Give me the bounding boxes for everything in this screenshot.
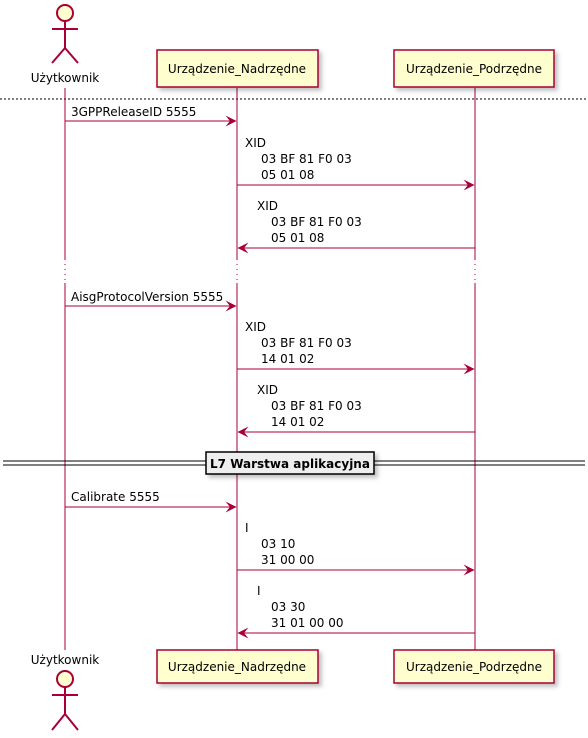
participant-master-label: Urządzenie_Nadrzędne <box>168 660 306 674</box>
message-line: 3GPPReleaseID 5555 <box>71 105 196 119</box>
message-label: Calibrate 5555 <box>71 490 160 504</box>
message-line: 03 BF 81 F0 03 <box>271 215 362 229</box>
actor-user-icon <box>51 4 79 64</box>
message-line: XID <box>257 199 278 213</box>
message: XID 03 BF 81 F0 03 14 01 02 <box>237 383 475 438</box>
message-line: 03 30 <box>271 600 305 614</box>
message-label: XID 03 BF 81 F0 03 05 01 08 <box>245 136 356 182</box>
message-line: 31 00 00 <box>261 553 314 567</box>
actor-user-top: Użytkownik <box>31 4 100 85</box>
message-label: I 03 10 31 00 00 <box>245 521 314 567</box>
message-label: XID 03 BF 81 F0 03 05 01 08 <box>257 199 366 245</box>
divider: L7 Warstwa aplikacyjna <box>3 451 585 475</box>
message-label: XID 03 BF 81 F0 03 14 01 02 <box>245 320 356 366</box>
message-line: Calibrate 5555 <box>71 490 160 504</box>
message: Calibrate 5555 <box>65 490 237 513</box>
participant-slave-top: Urządzenie_Podrzędne <box>393 49 555 88</box>
message-line: XID <box>245 136 266 150</box>
message-line: 14 01 02 <box>261 352 314 366</box>
divider-label: L7 Warstwa aplikacyjna <box>210 457 370 471</box>
message-line: XID <box>257 383 278 397</box>
message-line: 31 01 00 00 <box>271 616 344 630</box>
message: AisgProtocolVersion 5555 <box>65 290 237 312</box>
message-line: AisgProtocolVersion 5555 <box>71 290 223 304</box>
message-line: I <box>245 521 249 535</box>
message-label: I 03 30 31 01 00 00 <box>257 584 344 630</box>
message-label: 3GPPReleaseID 5555 <box>71 105 196 119</box>
message-line: 05 01 08 <box>271 231 324 245</box>
participant-master-label: Urządzenie_Nadrzędne <box>168 62 306 76</box>
message-line: 03 10 <box>261 537 295 551</box>
message-line: 14 01 02 <box>271 415 324 429</box>
participant-master-top: Urządzenie_Nadrzędne <box>156 49 319 88</box>
message-line: 03 BF 81 F0 03 <box>261 336 352 350</box>
actor-user-icon <box>51 670 79 731</box>
actor-user-label: Użytkownik <box>31 71 100 85</box>
participant-slave-label: Urządzenie_Podrzędne <box>406 62 542 76</box>
actor-user-label: Użytkownik <box>31 653 100 667</box>
actor-user-bottom: Użytkownik <box>31 653 100 731</box>
message: I 03 30 31 01 00 00 <box>237 584 475 639</box>
message-line: 03 BF 81 F0 03 <box>271 399 362 413</box>
participant-master-bottom: Urządzenie_Nadrzędne <box>156 649 319 684</box>
message: 3GPPReleaseID 5555 <box>65 105 237 127</box>
message: I 03 10 31 00 00 <box>237 521 475 576</box>
message-label: AisgProtocolVersion 5555 <box>71 290 223 304</box>
message-line: 05 01 08 <box>261 168 314 182</box>
message-line: I <box>257 584 261 598</box>
message: XID 03 BF 81 F0 03 05 01 08 <box>237 136 475 191</box>
participant-slave-label: Urządzenie_Podrzędne <box>406 660 542 674</box>
message: XID 03 BF 81 F0 03 14 01 02 <box>237 320 475 375</box>
message: XID 03 BF 81 F0 03 05 01 08 <box>237 199 475 254</box>
participant-slave-bottom: Urządzenie_Podrzędne <box>393 649 555 684</box>
message-line: XID <box>245 320 266 334</box>
message-line: 03 BF 81 F0 03 <box>261 152 352 166</box>
message-label: XID 03 BF 81 F0 03 14 01 02 <box>257 383 366 429</box>
